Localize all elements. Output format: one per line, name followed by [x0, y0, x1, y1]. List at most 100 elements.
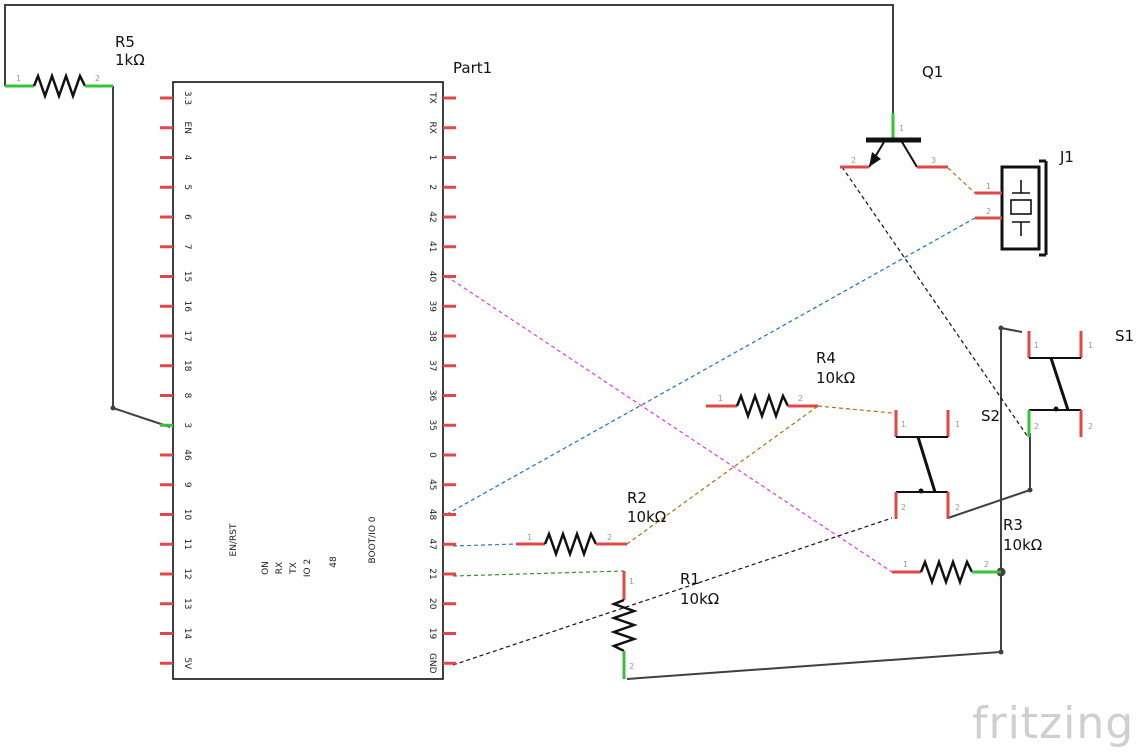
s2-pin1b-number: 1	[955, 420, 960, 429]
part1-left-pin-label: 15	[182, 271, 192, 282]
part1-left-pin-label: 14	[182, 628, 192, 640]
part1-right-pin-label: TX	[427, 91, 437, 104]
bendpoint	[998, 325, 1004, 331]
s1-pivot	[1053, 406, 1059, 412]
j1-name: J1	[1059, 148, 1074, 166]
part1-right-pin-label: 1	[427, 155, 437, 161]
wire-r5-to-q1[interactable]	[4, 4, 894, 113]
part1-left-pin-label: 18	[182, 360, 192, 372]
resistor-r3[interactable]: 1 2 R3 10kΩ	[892, 516, 1042, 586]
s1-pin1b-number: 1	[1088, 341, 1093, 350]
wire-s2-to-s1[interactable]	[947, 489, 1031, 519]
r3-value: 10kΩ	[1003, 536, 1042, 554]
wire-r1-to-r3[interactable]	[626, 572, 1002, 680]
part1-right-pin-label: 40	[427, 271, 437, 283]
r4-pin1-number: 1	[718, 394, 723, 403]
part1-left-pin-label: 3.3	[182, 91, 192, 105]
s1-pin2b-number: 2	[1088, 422, 1093, 431]
ratsnest-47-to-r2[interactable]	[452, 543, 517, 547]
part1-right-pin-label: 48	[427, 509, 437, 521]
part1-right-pin-label: 42	[427, 211, 437, 222]
part1-right-pin-label: GND	[427, 653, 437, 674]
s1-pin1a-number: 1	[1034, 341, 1039, 350]
r4-pin2-number: 2	[798, 394, 803, 403]
part1-inner-label: 48	[329, 556, 339, 568]
part1-inner-label: RX	[275, 562, 285, 574]
s2-pivot	[918, 488, 924, 494]
part1-left-pin-label: 6	[182, 214, 192, 220]
ratsnest-gnd-to-s2[interactable]	[452, 517, 893, 666]
r5-pin2-number: 2	[95, 74, 100, 83]
r3-name: R3	[1003, 516, 1023, 534]
part1-right-pin-label: RX	[427, 122, 437, 134]
q1-collector-leg	[901, 141, 918, 168]
part1-left-pin-label: EN	[182, 122, 192, 134]
r1-body	[610, 598, 638, 653]
part1-left-pin-label: 9	[182, 482, 192, 488]
part1-right-pin-label: 38	[427, 330, 437, 342]
j1-pin1-number: 1	[986, 182, 991, 191]
r5-pin1-number: 1	[16, 74, 21, 83]
resistor-r1[interactable]: 1 2 R1 10kΩ	[610, 570, 719, 679]
part1-right-pin-label: 37	[427, 360, 437, 371]
r1-pin1-number: 1	[629, 577, 634, 586]
part1-left-pin-label: 17	[182, 330, 192, 341]
q1-name: Q1	[922, 63, 943, 81]
resistor-r2[interactable]: 1 2 R2 10kΩ	[516, 489, 666, 558]
part1-right-pin-label: 20	[427, 598, 437, 610]
part1-inner-label: EN/RST	[229, 523, 239, 556]
part1-right-pin-label: 47	[427, 539, 437, 550]
s1-lever	[1049, 357, 1070, 411]
r1-pin2-number: 2	[629, 662, 634, 671]
transistor-q1[interactable]: 1 2 3 Q1	[840, 63, 948, 169]
j1-body	[1000, 165, 1041, 251]
ratsnest-r4-to-s2[interactable]	[817, 405, 893, 414]
r2-pin2-number: 2	[607, 533, 612, 542]
ratsnest-r2-to-r4[interactable]	[626, 405, 819, 545]
r2-body	[543, 530, 598, 558]
switch-s2[interactable]: 1 1 2 2 S2	[894, 407, 1000, 519]
ratsnest-q1-to-j1[interactable]	[947, 167, 976, 194]
part1-inner-label: TX	[289, 562, 299, 575]
r1-name: R1	[680, 570, 700, 588]
bendpoint	[110, 405, 116, 411]
switch-s1[interactable]: 1 1 2 2 S1	[1027, 327, 1134, 437]
r5-value: 1kΩ	[115, 51, 145, 69]
part1-left-pin-label: 12	[182, 568, 192, 579]
s2-pin1a-number: 1	[901, 420, 906, 429]
part1-inner-label: ON	[261, 561, 271, 575]
wire-r5-to-pin3[interactable]	[112, 86, 171, 428]
part1-left-pin-label: 7	[182, 244, 192, 250]
resistor-r5[interactable]: 1 2 R5 1kΩ	[5, 33, 145, 100]
resistor-r4[interactable]: 1 2 R4 10kΩ	[706, 349, 855, 420]
part1-title: Part1	[453, 59, 492, 77]
s2-pin2b-number: 2	[955, 503, 960, 512]
part1-left-pin-label: 10	[182, 509, 192, 521]
connector-j1[interactable]: 1 2 J1	[975, 148, 1074, 257]
bendpoint	[1027, 487, 1033, 493]
part1-left-pin-label: 13	[182, 598, 192, 609]
r4-name: R4	[816, 349, 836, 367]
r3-pin1-number: 1	[903, 560, 908, 569]
s2-lever	[916, 436, 937, 493]
ratsnest-21-to-r1[interactable]	[452, 570, 625, 577]
s1-pin2a-number: 2	[1034, 422, 1039, 431]
ratsnest-5v-to-j1[interactable]	[177, 217, 976, 666]
part1-right-pin-label: 39	[427, 301, 437, 313]
s2-pin2a-number: 2	[901, 503, 906, 512]
wire-r3-to-s1[interactable]	[1000, 326, 1023, 652]
fritzing-watermark: fritzing	[972, 698, 1134, 749]
j1-pin2-number: 2	[986, 207, 991, 216]
part1-left-pin-label: 16	[182, 301, 192, 313]
wires	[4, 4, 1033, 680]
r4-body	[735, 392, 790, 420]
part1-body	[172, 81, 444, 680]
q1-pin2-number: 2	[851, 156, 856, 165]
part1-left-pin-label: 5V	[182, 657, 192, 670]
ratsnest-q1-to-s1[interactable]	[841, 166, 1029, 438]
r4-value: 10kΩ	[816, 369, 855, 387]
part1-module[interactable]: Part1 3.3EN4567151617188346910111213145V…	[160, 59, 492, 680]
